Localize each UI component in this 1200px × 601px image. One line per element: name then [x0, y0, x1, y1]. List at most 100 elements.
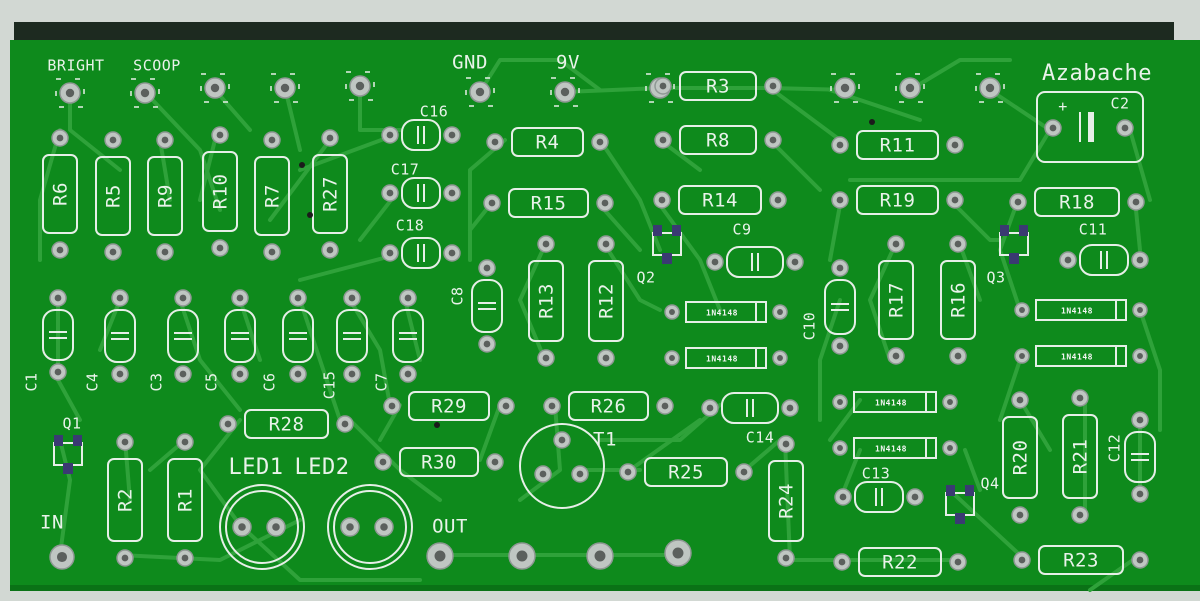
pad-hole: [1049, 124, 1057, 132]
solder-pad: [374, 517, 394, 537]
capacitor-body: [224, 309, 256, 363]
capacitor-body: [1124, 431, 1156, 483]
pad-hole: [1136, 556, 1144, 564]
copper-trace: [98, 298, 122, 352]
copper-trace: [908, 58, 1012, 92]
transistor-q4: Q4: [945, 475, 999, 524]
solder-pad: [597, 235, 615, 253]
resistor-body: [644, 457, 728, 487]
pad-hole: [268, 136, 276, 144]
copper-trace: [658, 203, 722, 312]
solder-pad: [656, 397, 674, 415]
copper-trace: [143, 90, 222, 212]
solder-pad: [321, 129, 339, 147]
capacitor-outline: [1036, 91, 1144, 163]
capacitor-c4: C4: [84, 289, 136, 392]
capacitor-label: C10: [801, 312, 819, 341]
capacitor-c10: C10: [801, 259, 856, 355]
pad-outline: [465, 77, 495, 107]
resistor-r14: R14: [653, 185, 787, 215]
pad-hole: [294, 294, 302, 302]
copper-trace: [603, 243, 662, 312]
solder-pad: [51, 241, 69, 259]
resistor-label: R22: [882, 552, 918, 574]
resistor-label: R21: [1070, 439, 1092, 475]
pad-hole: [836, 141, 844, 149]
resistor-r27: R27: [312, 129, 348, 259]
resistor-label: R16: [948, 282, 970, 318]
copper-trace: [198, 418, 242, 527]
resistor-body: [528, 260, 564, 342]
pad-hole: [542, 354, 550, 362]
resistor-label: R10: [210, 174, 232, 210]
pad-outline: [550, 77, 580, 107]
capacitor-label: C18: [396, 217, 425, 235]
pad-hole: [386, 249, 394, 257]
capacitor-body: [167, 309, 199, 363]
pad-hole: [836, 264, 844, 272]
resistor-r17: R17: [878, 235, 914, 365]
copper-trace: [298, 298, 342, 422]
solder-pad: [1014, 302, 1030, 318]
capacitor-label: C4: [84, 372, 102, 391]
pad-hole: [1121, 124, 1129, 132]
solder-pad: [1131, 411, 1149, 429]
pad-hole: [782, 440, 790, 448]
resistor-label: R20: [1010, 440, 1032, 476]
solder-pad: [831, 191, 849, 209]
resistor-r26: R26: [543, 391, 674, 421]
pad-hole: [658, 196, 666, 204]
pad-hole: [280, 83, 290, 93]
solder-pad: [654, 77, 672, 95]
copper-trace: [58, 438, 72, 557]
copper-trace: [598, 203, 642, 252]
pad-hole: [669, 355, 675, 361]
pad-hole: [121, 438, 129, 446]
diode-body: [685, 301, 767, 323]
pad-hole: [560, 87, 570, 97]
solder-pad: [478, 335, 496, 353]
resistor-body: [202, 151, 238, 232]
solder-pad: [1071, 389, 1089, 407]
copper-trace: [818, 298, 842, 422]
resistor-body: [1038, 545, 1124, 575]
pad-hole: [836, 196, 844, 204]
pad-hole: [161, 136, 169, 144]
resistor-body: [508, 188, 589, 218]
pad-hole: [179, 294, 187, 302]
solder-pad: [49, 289, 67, 307]
capacitor-c11: C11: [1059, 221, 1149, 276]
solder-pad: [111, 289, 129, 307]
solder-pad: [321, 241, 339, 259]
solder-pad: [706, 253, 724, 271]
pad-hole: [326, 134, 334, 142]
board-edge-shadow: [14, 22, 1174, 44]
solder-pad: [116, 549, 134, 567]
capacitor-label: C9: [732, 221, 751, 239]
copper-trace: [628, 418, 702, 472]
resistor-body: [107, 458, 143, 542]
transistor-label: Q4: [980, 475, 999, 493]
pad-hole: [1076, 511, 1084, 519]
pad-hole: [558, 436, 566, 444]
pad-hole: [1132, 198, 1140, 206]
resistor-r3: R3: [654, 71, 782, 101]
solder-pad: [653, 191, 671, 209]
pad-hole: [380, 523, 388, 531]
pad-hole: [602, 354, 610, 362]
smd-pad: [73, 435, 82, 446]
solder-pad: [831, 337, 849, 355]
solder-pad: [887, 347, 905, 365]
solder-pad: [104, 131, 122, 149]
resistor-body: [244, 409, 329, 439]
copper-trace: [478, 403, 502, 462]
pad-hole: [268, 248, 276, 256]
resistor-body: [167, 458, 203, 542]
copper-trace: [158, 138, 172, 202]
pad-outline: [55, 78, 85, 108]
diode-label: 1N4148: [875, 445, 907, 454]
capacitor-label: C3: [148, 372, 166, 391]
resistor-label: R7: [262, 184, 284, 208]
